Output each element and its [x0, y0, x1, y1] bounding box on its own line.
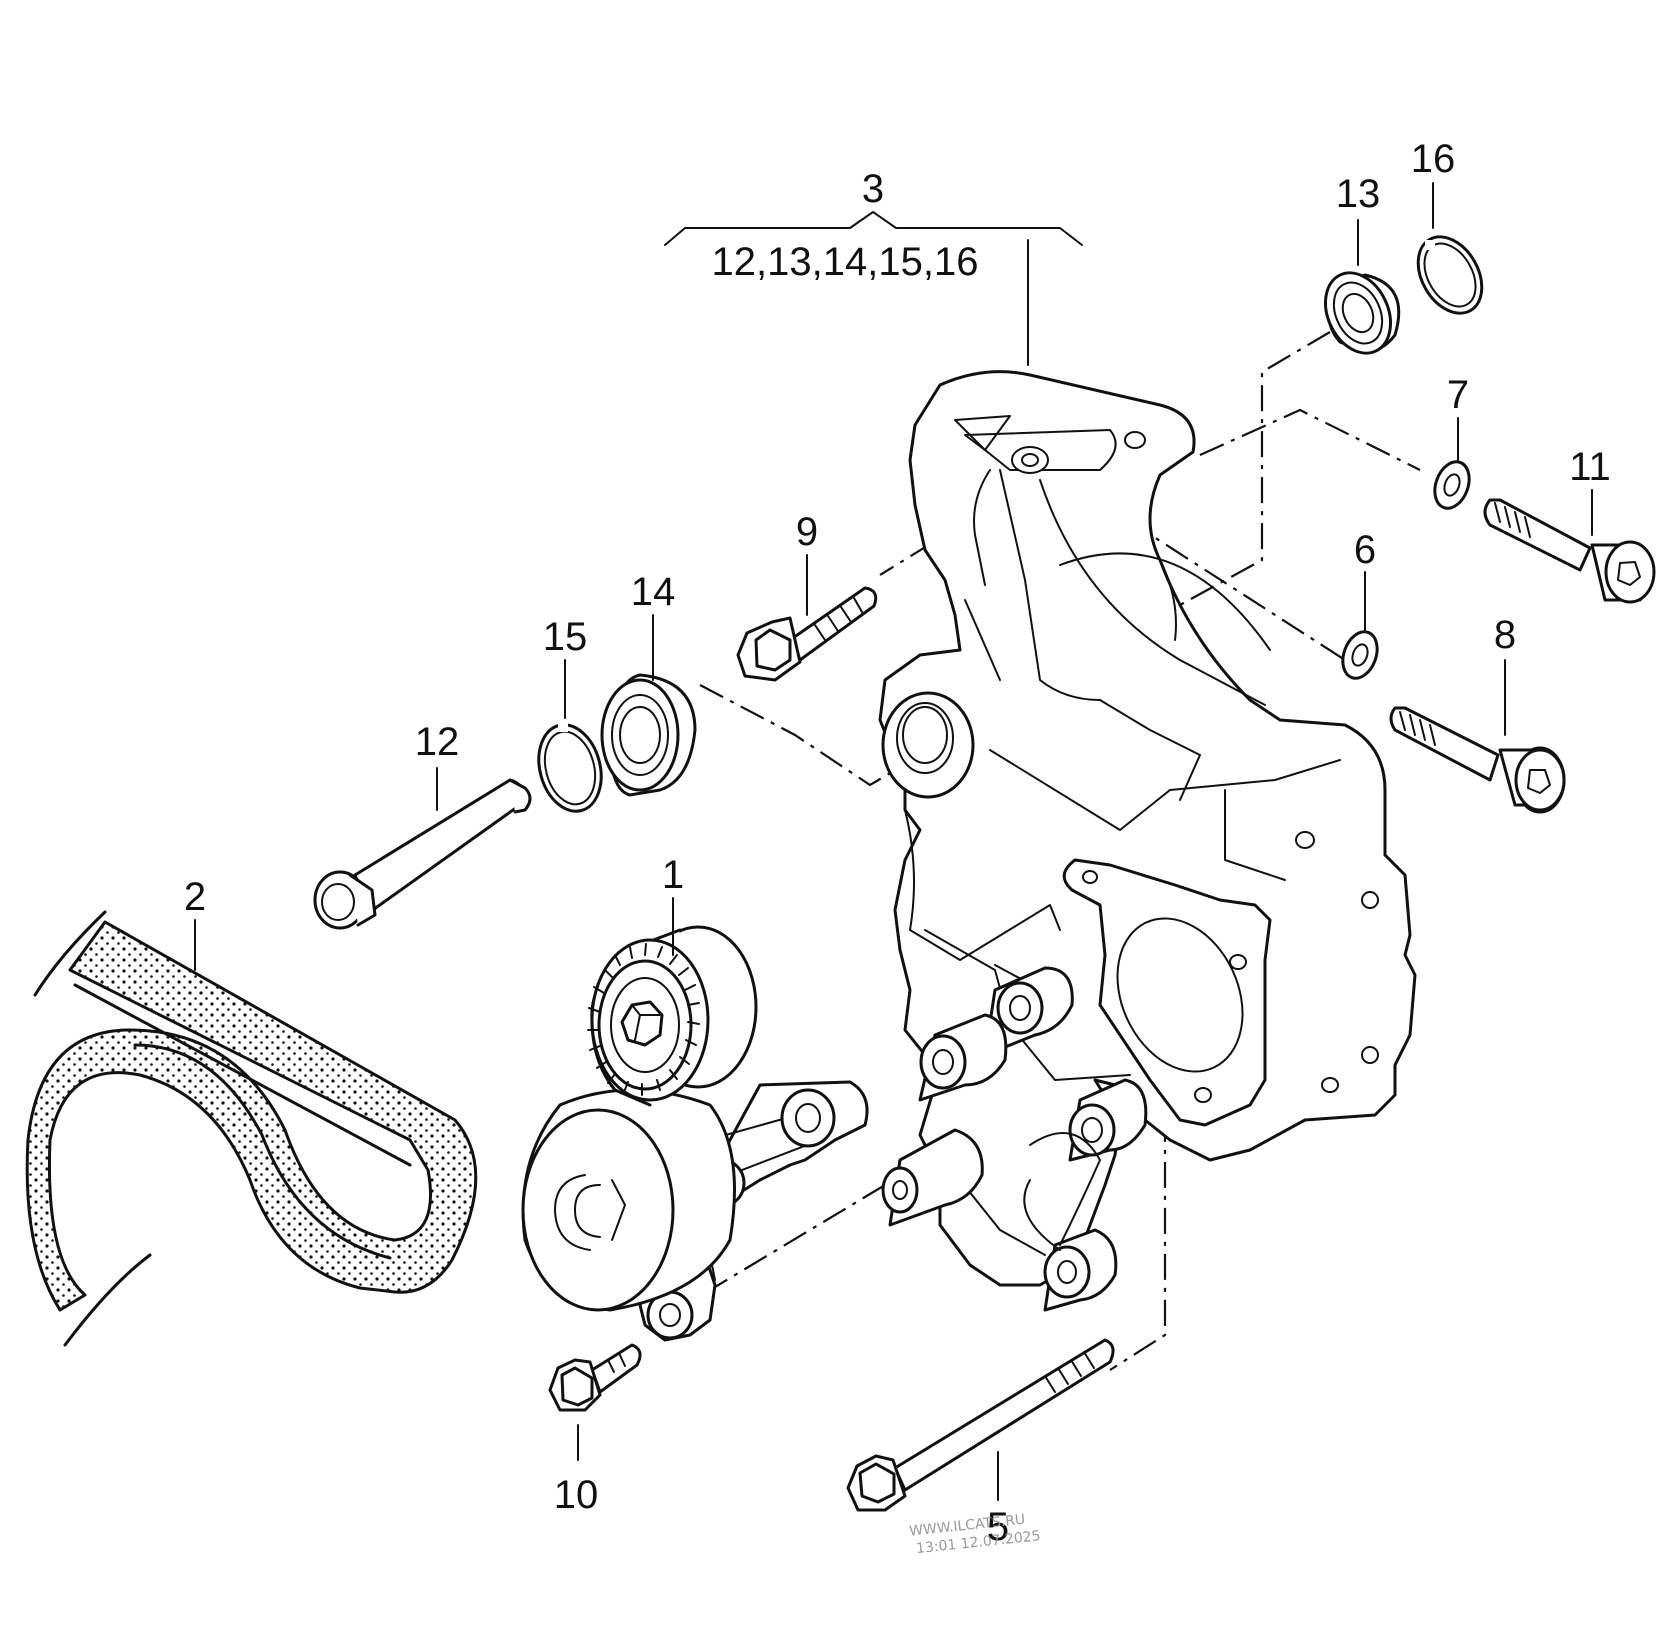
- bearing-13: [1324, 271, 1401, 355]
- socket-bolt-11: [1483, 498, 1656, 604]
- callout-10: 10: [554, 1473, 599, 1517]
- callout-13: 13: [1336, 172, 1381, 216]
- callout-6: 6: [1354, 528, 1376, 572]
- washer-6: [1341, 630, 1379, 680]
- watermark: WWW.ILCATS.RU 13:01 12.07.2025: [909, 1512, 1042, 1557]
- bracket-lug-3: [1068, 1078, 1148, 1162]
- callout-7: 7: [1447, 373, 1469, 417]
- callout-3-components: 12,13,14,15,16: [712, 240, 979, 284]
- callout-1: 1: [662, 853, 684, 897]
- callout-3: 3: [862, 167, 884, 211]
- callout-12: 12: [415, 720, 460, 764]
- callout-5: 5: [987, 1505, 1009, 1549]
- leader-lines: [194, 182, 1593, 1501]
- callout-9: 9: [796, 510, 818, 554]
- bearing-14: [600, 673, 697, 797]
- hex-bolt-10: [548, 1343, 642, 1412]
- callout-11: 11: [1569, 445, 1611, 489]
- callout-2: 2: [184, 875, 206, 919]
- bracket-lug-4: [1043, 1228, 1118, 1312]
- bracket-lug-2: [918, 1013, 1008, 1102]
- callout-16: 16: [1411, 137, 1456, 181]
- socket-bolt-8: [1389, 706, 1566, 814]
- circlip-15: [537, 722, 603, 813]
- bracket-housing: [878, 370, 1417, 1312]
- bracket-lug-1: [983, 966, 1074, 1057]
- callout-15: 15: [543, 615, 588, 659]
- belt-tensioner: [521, 925, 869, 1342]
- washer-7: [1433, 460, 1471, 510]
- pulley-ribs: [587, 943, 700, 1096]
- bushing: [881, 1128, 984, 1227]
- long-bolt-5: [846, 1338, 1115, 1512]
- callout-14: 14: [631, 570, 676, 614]
- pin-12: [313, 778, 532, 930]
- ribbed-v-belt: [25, 910, 478, 1347]
- circlip-16: [1416, 235, 1484, 315]
- hex-bolt-9: [736, 586, 878, 682]
- callout-labels: 1 2 3 12,13,14,15,16 5 6 7 8 9 10 11 12 …: [184, 137, 1611, 1549]
- callout-8: 8: [1494, 613, 1516, 657]
